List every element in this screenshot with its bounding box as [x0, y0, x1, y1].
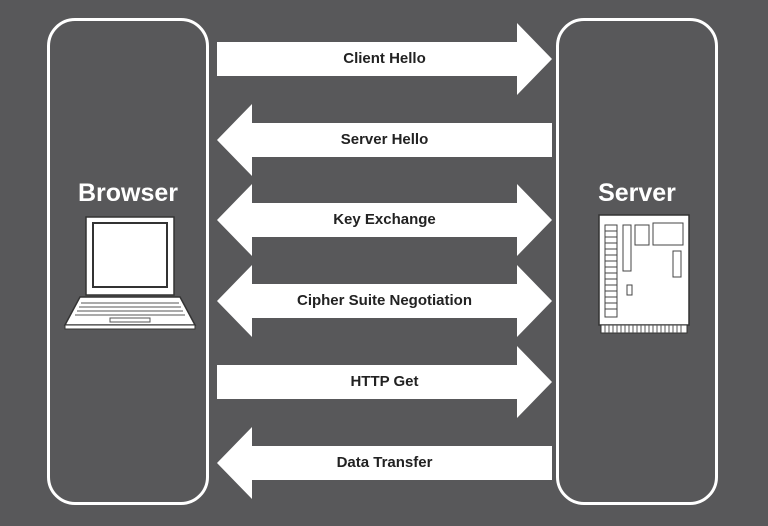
arrow-label: Server Hello [340, 131, 429, 148]
server-board-icon [598, 214, 690, 334]
arrow-shape [217, 346, 552, 418]
laptop-icon [63, 216, 197, 330]
arrow-shape [217, 265, 552, 337]
arrow-cipher-suite-negotiation: Cipher Suite Negotiation [215, 261, 554, 341]
browser-lane: Browser [47, 18, 209, 505]
arrow-label: Client Hello [343, 50, 426, 67]
browser-title: Browser [77, 179, 179, 207]
arrow-data-transfer: Data Transfer [215, 423, 554, 503]
server-title: Server [598, 179, 676, 207]
arrow-label: Data Transfer [336, 454, 433, 471]
arrow-label: Cipher Suite Negotiation [296, 292, 472, 309]
arrow-shape [217, 184, 552, 256]
arrow-client-hello: Client Hello [215, 19, 554, 99]
arrow-shape [217, 23, 552, 95]
arrow-key-exchange: Key Exchange [215, 180, 554, 260]
arrow-http-get: HTTP Get [215, 342, 554, 422]
arrow-shape [217, 427, 552, 499]
arrow-shape [217, 104, 552, 176]
arrow-server-hello: Server Hello [215, 100, 554, 180]
arrow-label: HTTP Get [350, 373, 419, 390]
server-lane: Server [556, 18, 718, 505]
arrow-label: Key Exchange [333, 211, 436, 228]
